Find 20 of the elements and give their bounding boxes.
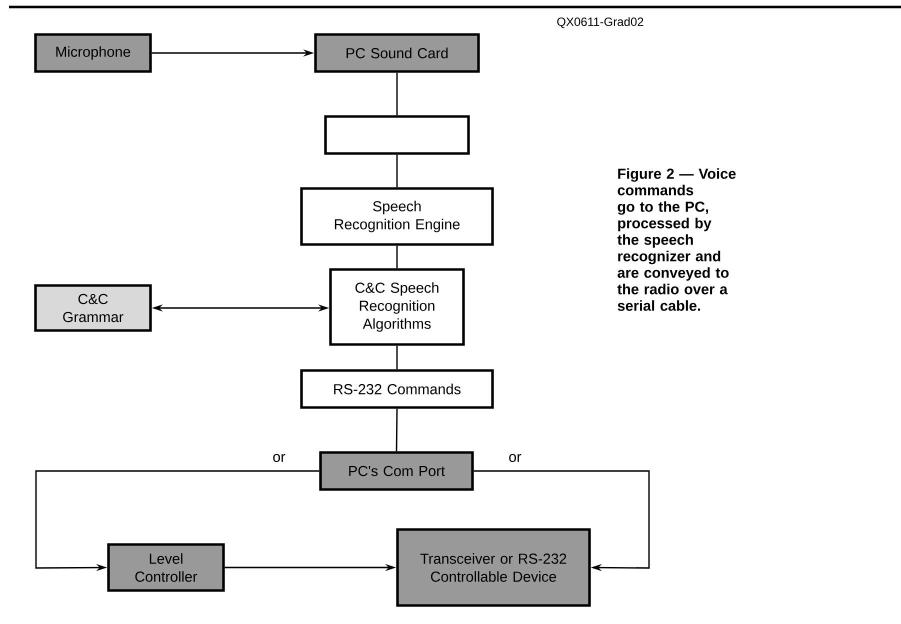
- connector: [396, 346, 398, 370]
- process-box: Transceiver or RS-232 Controllable Device: [396, 528, 591, 607]
- process-box: RS-232 Commands: [300, 369, 494, 409]
- process-box: PC Sound Card: [314, 33, 480, 73]
- process-box: Level Controller: [107, 543, 225, 592]
- connector: [396, 72, 398, 116]
- edge-label: or: [272, 453, 286, 463]
- process-box: Speech Recognition Engine: [300, 187, 494, 246]
- process-box: Microphone: [34, 33, 152, 73]
- empty-box: [324, 115, 470, 155]
- caption: Figure 2 — Voice commands go to the PC, processed by the speech recognizer and are conveyed to the radio over a serial cable.: [617, 168, 736, 311]
- process-box: C&C Speech Recognition Algorithms: [329, 268, 465, 346]
- figure-id: QX0611-Grad02: [557, 17, 644, 28]
- edge-label: or: [508, 453, 522, 463]
- connector: [396, 408, 398, 452]
- process-box: C&C Grammar: [34, 284, 152, 332]
- process-box: PC's Com Port: [319, 451, 474, 491]
- connector: [396, 154, 398, 188]
- connector: [474, 470, 650, 572]
- connector: [396, 246, 398, 268]
